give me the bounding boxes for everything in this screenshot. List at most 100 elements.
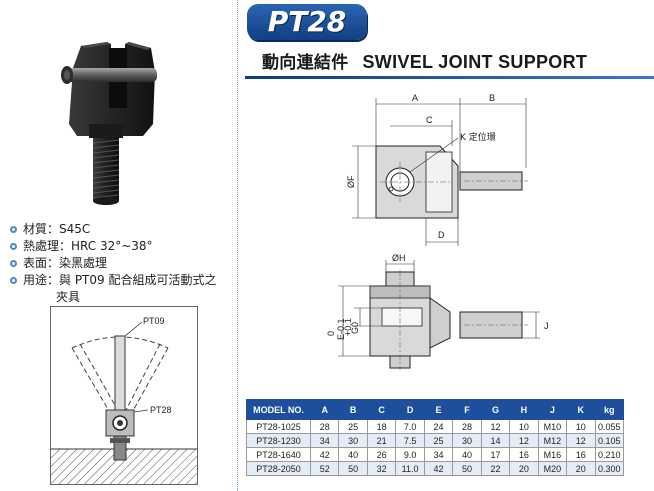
table-cell: 24 (423, 419, 454, 434)
table-cell: 25 (423, 433, 454, 448)
spec-list: 材質：S45C 熱處理：HRC 32°~38° 表面：染黑處理 用途：與 PT0… (8, 221, 234, 306)
dim-e-tolerance: 0 (326, 331, 336, 336)
dim-d-label: D (438, 230, 445, 240)
table-cell: 32 (366, 461, 397, 476)
th-k: K (566, 399, 596, 420)
table-cell: M16 (537, 447, 568, 462)
dim-h-label: ØH (392, 253, 406, 263)
table-cell: 50 (452, 461, 482, 476)
th-a: A (309, 399, 340, 420)
table-cell: 0.105 (594, 433, 625, 448)
table-cell: PT28-1025 (246, 419, 311, 434)
bullet-icon (10, 260, 17, 267)
table-row: PT28-2050 52 50 32 11.0 42 50 22 20 M20 … (246, 461, 625, 476)
th-b: B (338, 399, 368, 420)
table-cell: 40 (452, 447, 482, 462)
spec-item-surface: 表面：染黑處理 (8, 255, 234, 272)
callout-k: K 定位環 (460, 131, 496, 143)
table-row: PT28-1640 42 40 26 9.0 34 40 17 16 M16 1… (246, 447, 625, 462)
dimension-table: MODEL NO. A B C D E F G H J K kg PT28-10… (246, 399, 625, 476)
dim-g-label: G0 (350, 322, 360, 334)
th-e: E (423, 399, 454, 420)
table-cell: 42 (309, 447, 340, 462)
spec-item-material: 材質：S45C (8, 221, 234, 238)
table-cell: 16 (566, 447, 596, 462)
table-cell: 16 (509, 447, 539, 462)
top-view-drawing: A B C K 定位環 ØF D (346, 93, 528, 246)
table-cell: PT28-1640 (246, 447, 311, 462)
dim-f-label: ØF (346, 175, 356, 188)
th-h: H (509, 399, 539, 420)
table-cell: 21 (366, 433, 397, 448)
dim-a-label: A (412, 93, 418, 103)
title-underline (245, 76, 654, 79)
table-cell: PT28-2050 (246, 461, 311, 476)
table-cell: 11.0 (395, 461, 425, 476)
table-cell: 50 (338, 461, 368, 476)
table-cell: 17 (480, 447, 511, 462)
table-cell: 18 (366, 419, 397, 434)
table-cell: 22 (480, 461, 511, 476)
table-cell: 12 (509, 433, 539, 448)
table-cell: 25 (338, 419, 368, 434)
table-cell: 40 (338, 447, 368, 462)
title-english: SWIVEL JOINT SUPPORT (362, 52, 588, 72)
side-view-drawing: ØH 0 E-0.1 +0.1 G0 J (326, 253, 549, 370)
label-pt28: PT28 (150, 405, 172, 415)
th-g: G (480, 399, 511, 420)
product-photo (61, 42, 157, 205)
table-cell: 28 (452, 419, 482, 434)
table-cell: M20 (537, 461, 568, 476)
table-cell: 34 (309, 433, 340, 448)
dim-e-label: E-0.1 (336, 318, 346, 340)
th-kg: kg (594, 399, 625, 420)
table-cell: M10 (537, 419, 568, 434)
table-cell: 20 (566, 461, 596, 476)
table-cell: 14 (480, 433, 511, 448)
table-row: PT28-1230 34 30 21 7.5 25 30 14 12 M12 1… (246, 433, 625, 448)
table-cell: 52 (309, 461, 340, 476)
table-cell: 30 (338, 433, 368, 448)
table-cell: 9.0 (395, 447, 425, 462)
dim-g-tolerance: +0.1 (343, 318, 353, 336)
table-cell: 12 (480, 419, 511, 434)
spec-item-usage: 用途：與 PT09 配合組成可活動式之 (8, 272, 234, 289)
table-cell: 0.300 (594, 461, 625, 476)
table-cell: 10 (509, 419, 539, 434)
page-title: 動向連結件 SWIVEL JOINT SUPPORT (262, 48, 587, 73)
table-cell: 42 (423, 461, 454, 476)
table-cell: 28 (309, 419, 340, 434)
dim-b-label: B (489, 93, 495, 103)
table-row: PT28-1025 28 25 18 7.0 24 28 12 10 M10 1… (246, 419, 625, 434)
bullet-icon (10, 226, 17, 233)
table-cell: 0.055 (594, 419, 625, 434)
table-cell: 30 (452, 433, 482, 448)
table-cell: 7.0 (395, 419, 425, 434)
th-model: MODEL NO. (246, 399, 311, 420)
table-header-row: MODEL NO. A B C D E F G H J K kg (246, 399, 625, 420)
table-cell: 0.210 (594, 447, 625, 462)
bullet-icon (10, 277, 17, 284)
table-cell: 34 (423, 447, 454, 462)
table-cell: 12 (566, 433, 596, 448)
table-cell: M12 (537, 433, 568, 448)
dim-j-label: J (544, 321, 549, 331)
table-cell: 7.5 (395, 433, 425, 448)
th-c: C (366, 399, 397, 420)
model-code: PT28 (267, 5, 347, 38)
dim-c-label: C (426, 115, 433, 125)
table-cell: PT28-1230 (246, 433, 311, 448)
title-chinese: 動向連結件 (262, 53, 349, 73)
application-diagram: PT09 PT28 (50, 306, 198, 485)
th-j: J (537, 399, 568, 420)
spec-item-usage-cont: 夾具 (56, 290, 81, 304)
bullet-icon (10, 243, 17, 250)
th-f: F (452, 399, 482, 420)
column-divider (237, 0, 238, 491)
table-cell: 10 (566, 419, 596, 434)
table-cell: 20 (509, 461, 539, 476)
spec-item-heat-treatment: 熱處理：HRC 32°~38° (8, 238, 234, 255)
table-cell: 26 (366, 447, 397, 462)
th-d: D (395, 399, 425, 420)
model-badge: PT28 (247, 4, 367, 40)
